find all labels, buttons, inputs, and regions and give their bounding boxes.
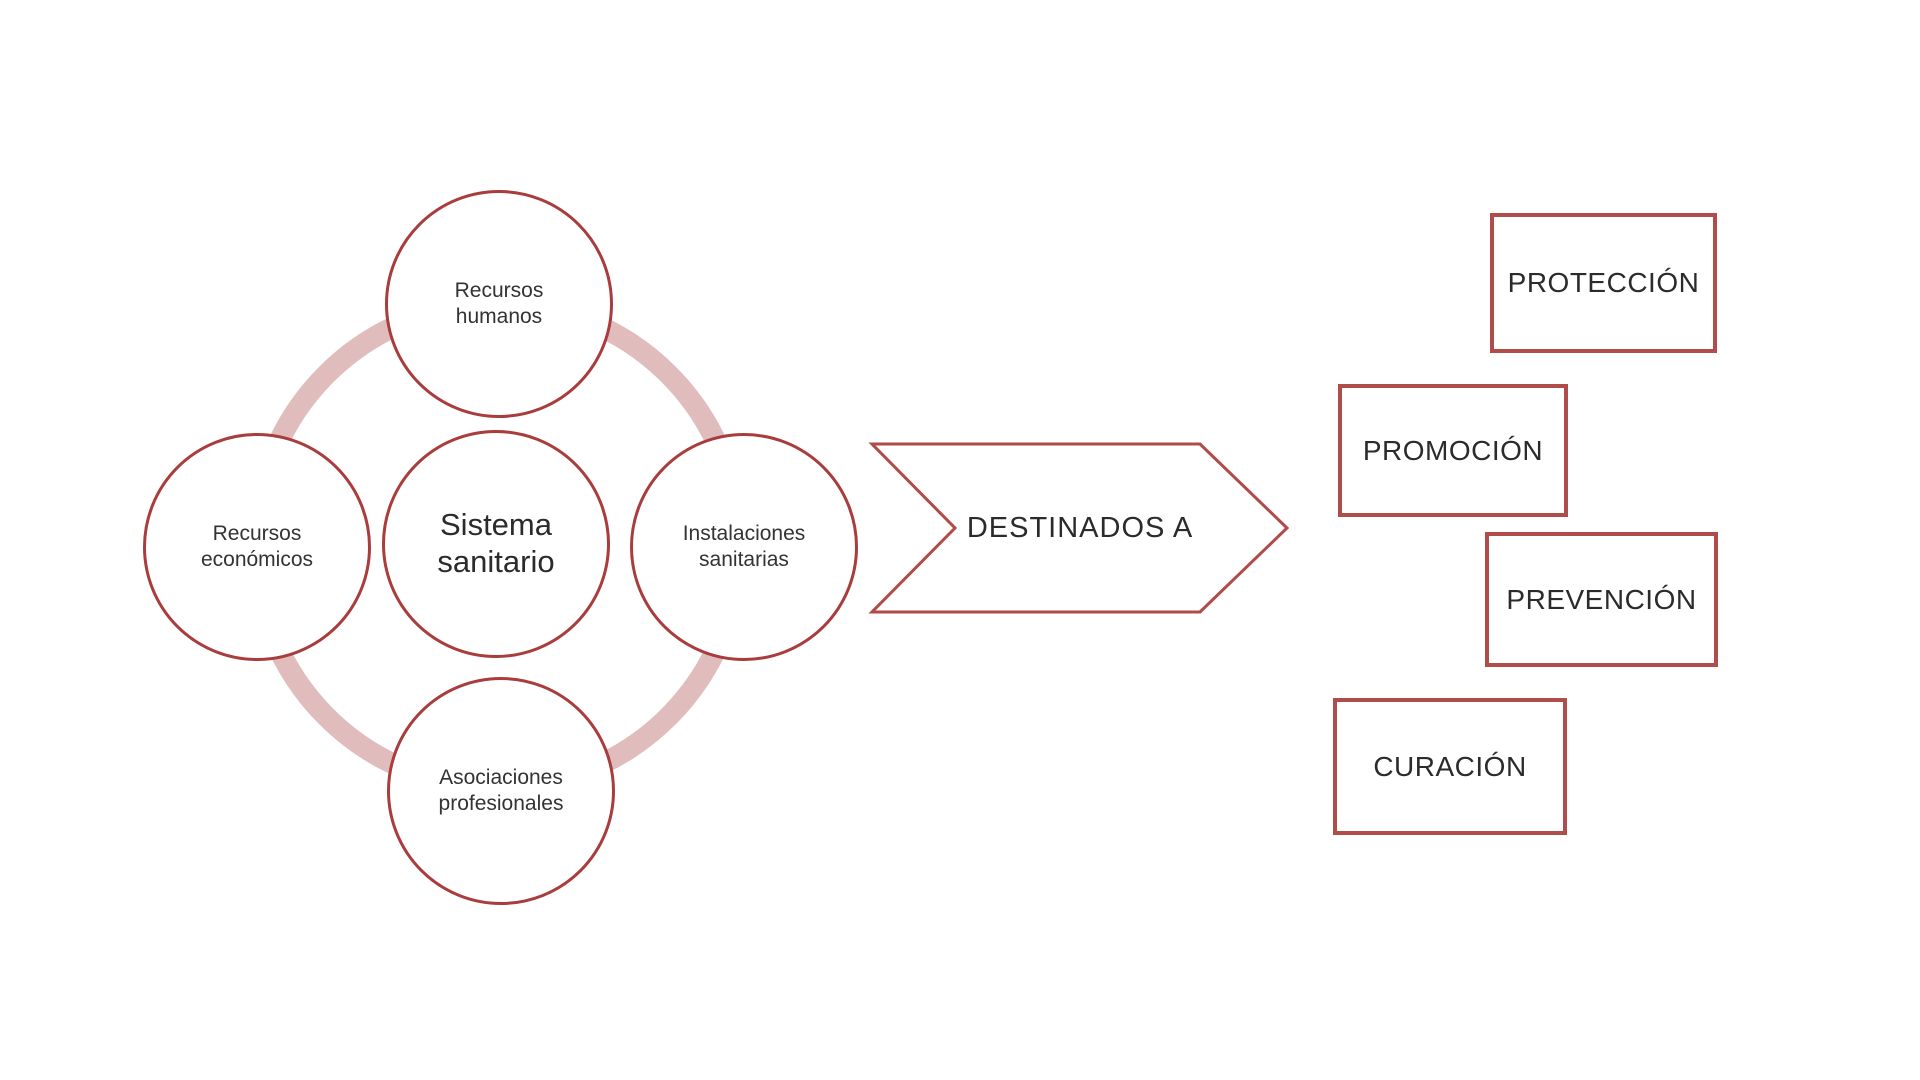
- circle-label: Asociaciones profesionales: [438, 765, 564, 815]
- circle-label: Recursos humanos: [454, 278, 544, 328]
- arrow-label: DESTINADOS A: [966, 511, 1194, 544]
- right-arrow-icon: [868, 442, 1290, 614]
- box-label: PROTECCIÓN: [1507, 267, 1700, 298]
- destinados-arrow: DESTINADOS A: [860, 434, 1300, 622]
- box-label: PROMOCIÓN: [1362, 434, 1544, 466]
- box-promocion: PROMOCIÓN: [1338, 384, 1568, 517]
- circle-instalaciones-sanitarias: Instalaciones sanitarias: [630, 433, 858, 661]
- circle-recursos-humanos: Recursos humanos: [385, 190, 613, 418]
- box-proteccion: PROTECCIÓN: [1490, 213, 1717, 353]
- box-label: CURACIÓN: [1373, 750, 1527, 782]
- circle-sistema-sanitario: Sistema sanitario: [382, 430, 610, 658]
- hub-label: Sistema sanitario: [437, 507, 555, 579]
- circle-label: Instalaciones sanitarias: [682, 521, 806, 571]
- box-prevencion: PREVENCIÓN: [1485, 532, 1718, 667]
- circle-label: Recursos económicos: [200, 521, 314, 571]
- circle-recursos-economicos: Recursos económicos: [143, 433, 371, 661]
- circle-asociaciones-profesionales: Asociaciones profesionales: [387, 677, 615, 905]
- box-curacion: CURACIÓN: [1333, 698, 1567, 835]
- box-label: PREVENCIÓN: [1506, 583, 1697, 615]
